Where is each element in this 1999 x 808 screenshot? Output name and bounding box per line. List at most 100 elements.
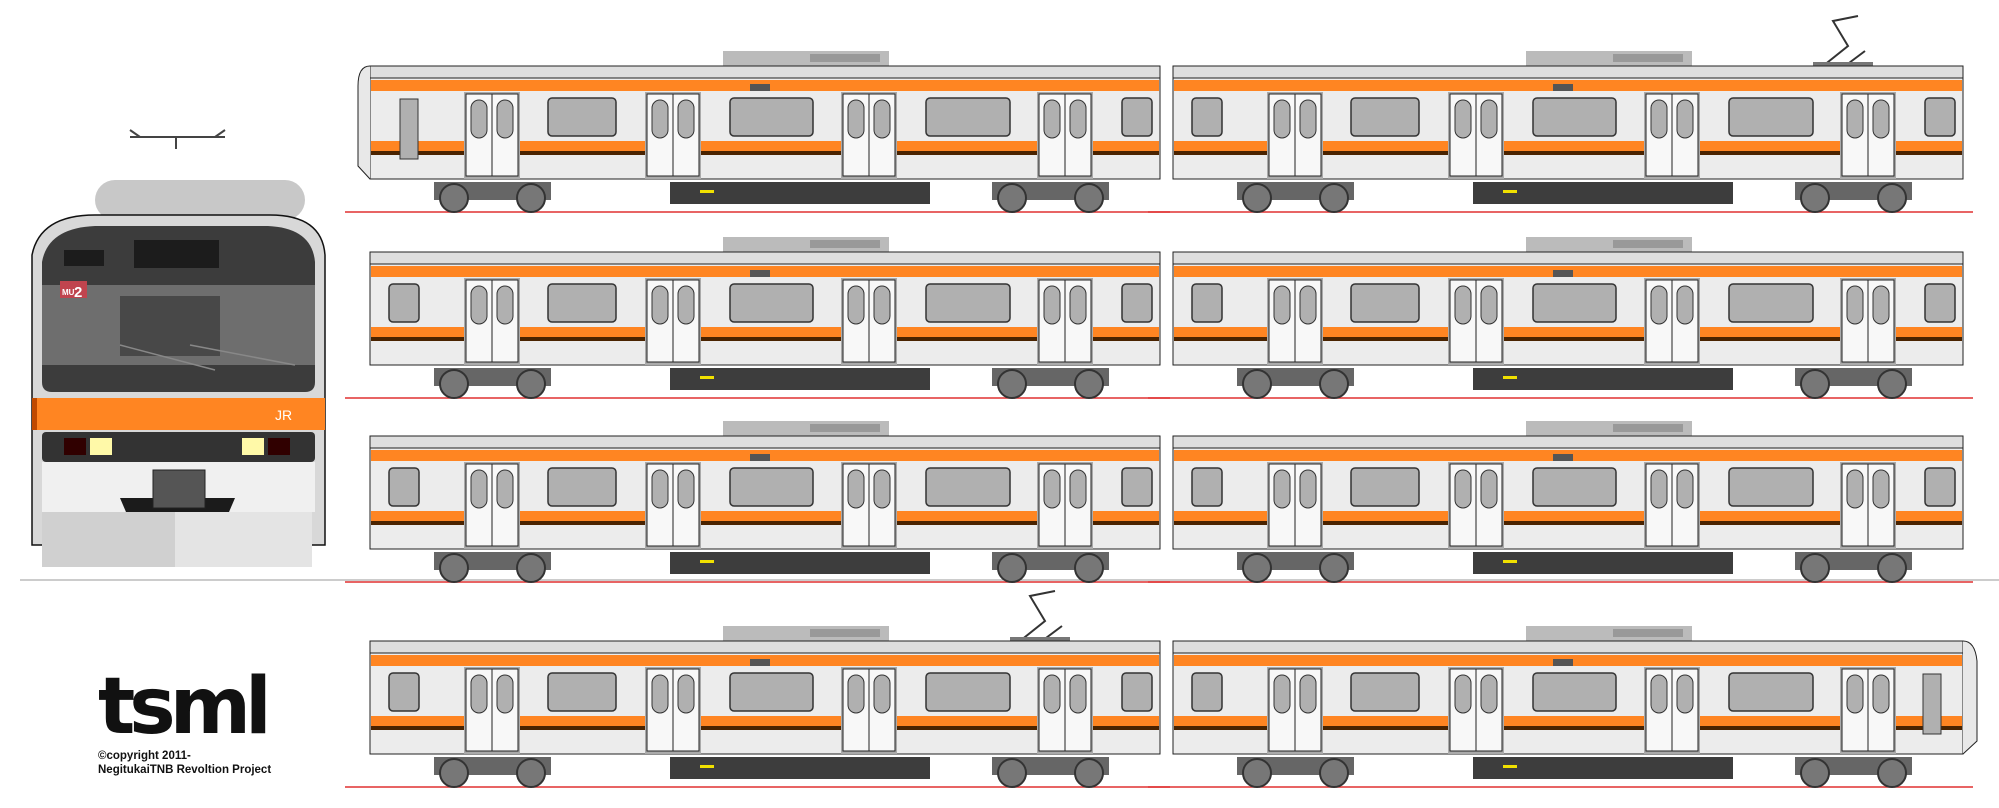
roof	[1172, 640, 1964, 654]
cab-nose	[1962, 640, 1978, 755]
door-window	[1650, 674, 1668, 714]
wheel	[516, 553, 546, 583]
brown-stripe	[1174, 151, 1962, 155]
door-window	[847, 285, 865, 325]
window	[1728, 467, 1814, 507]
car-row3-1	[345, 421, 1170, 583]
destination-indicator	[750, 659, 770, 666]
crew-door	[1922, 673, 1942, 735]
door-window	[873, 99, 891, 139]
door-window	[1650, 99, 1668, 139]
door-window	[1299, 469, 1317, 509]
door-window	[873, 285, 891, 325]
tail-light-right	[268, 438, 290, 455]
window	[729, 283, 814, 323]
equipment-marker	[700, 190, 714, 193]
door-window	[1069, 469, 1087, 509]
front-orange-band	[32, 398, 325, 430]
ac-vent	[810, 424, 880, 432]
roof	[369, 65, 1161, 79]
roof	[1172, 435, 1964, 449]
car-row4-1	[345, 590, 1170, 788]
wheel	[439, 553, 469, 583]
wheel	[439, 369, 469, 399]
copyright-line: ©copyright 2011-	[98, 750, 191, 762]
lower-orange-band	[1174, 511, 1962, 521]
destination-indicator	[1553, 659, 1573, 666]
underfloor-equipment	[670, 552, 930, 574]
door-window	[470, 285, 488, 325]
side-view-formation	[345, 15, 1978, 788]
ac-vent	[810, 240, 880, 248]
window	[388, 672, 420, 712]
door-window	[677, 99, 695, 139]
window	[1191, 467, 1223, 507]
wheel	[1877, 183, 1907, 213]
window	[388, 467, 420, 507]
window	[1121, 672, 1153, 712]
door-window	[651, 99, 669, 139]
door-window	[1273, 285, 1291, 325]
wheel	[1242, 758, 1272, 788]
door-window	[1299, 99, 1317, 139]
door-window	[496, 469, 514, 509]
wheel	[1074, 369, 1104, 399]
tail-light-left	[64, 438, 86, 455]
door-window	[873, 469, 891, 509]
pantograph-base	[1010, 637, 1070, 641]
destination-indicator	[1553, 454, 1573, 461]
car-row2-2	[1148, 237, 1973, 399]
wiper-icon	[119, 344, 296, 371]
lower-orange-band	[371, 141, 1159, 151]
roof	[369, 251, 1161, 265]
underfloor-equipment	[670, 368, 930, 390]
equipment-marker	[1503, 765, 1517, 768]
headlight-right	[242, 438, 264, 455]
roof-equipment	[95, 180, 305, 220]
window	[547, 672, 617, 712]
door-window	[1273, 469, 1291, 509]
band-shade	[32, 398, 37, 430]
door-window	[651, 469, 669, 509]
door-window	[677, 674, 695, 714]
window	[1532, 467, 1617, 507]
underfloor-equipment	[1473, 368, 1733, 390]
door-window	[1650, 285, 1668, 325]
door-window	[1846, 674, 1864, 714]
window	[547, 97, 617, 137]
brown-stripe	[371, 726, 1159, 730]
window	[1350, 467, 1420, 507]
window	[547, 467, 617, 507]
logo: tsml	[98, 662, 272, 752]
window	[925, 467, 1011, 507]
roof	[1172, 65, 1964, 79]
wheel	[1242, 369, 1272, 399]
door-window	[1454, 469, 1472, 509]
door-window	[1454, 99, 1472, 139]
window	[925, 97, 1011, 137]
interior-panel	[120, 296, 220, 356]
window	[1350, 283, 1420, 323]
lower-orange-band	[1174, 141, 1962, 151]
equipment-marker	[1503, 190, 1517, 193]
wheel	[439, 183, 469, 213]
window	[1924, 97, 1956, 137]
headlight-left	[90, 438, 112, 455]
door-window	[496, 285, 514, 325]
door-window	[1069, 674, 1087, 714]
door-window	[1299, 285, 1317, 325]
door-window	[1872, 674, 1890, 714]
underfloor-equipment	[1473, 757, 1733, 779]
window	[1728, 283, 1814, 323]
equipment-marker	[700, 560, 714, 563]
door-window	[1676, 674, 1694, 714]
window	[1121, 467, 1153, 507]
wheel	[516, 369, 546, 399]
door-window	[1069, 285, 1087, 325]
ac-vent	[1613, 629, 1683, 637]
wheel	[1074, 758, 1104, 788]
door-window	[470, 99, 488, 139]
door-window	[1454, 674, 1472, 714]
door-window	[1480, 285, 1498, 325]
